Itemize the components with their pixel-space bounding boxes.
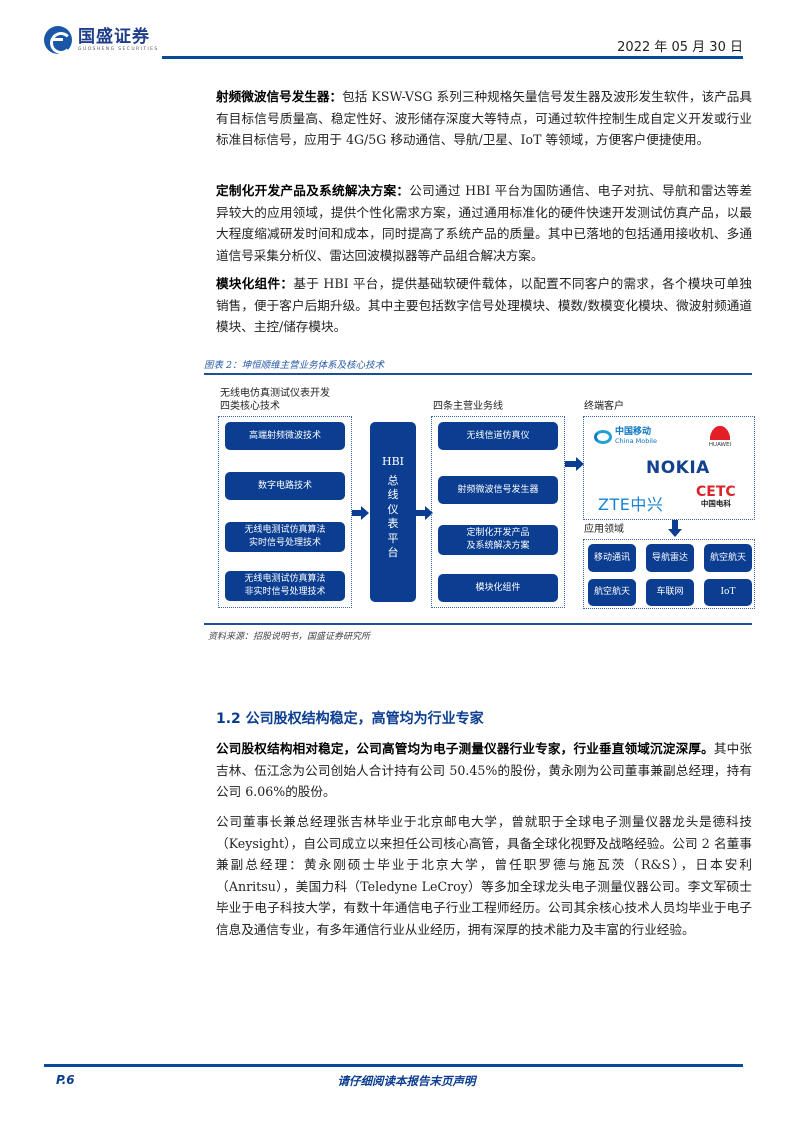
- application-box: 航空航天: [704, 544, 752, 572]
- figure-bottom-rule: [204, 623, 752, 625]
- core-tech-label: 无线电仿真测试仪表开发 四类核心技术: [220, 387, 330, 413]
- section-text-1: 其中张吉林、伍江念为公司创始人合计持有公司 50.45%的股份，黄永刚为公司董事…: [216, 741, 753, 799]
- footer-divider: [44, 1064, 743, 1067]
- hbi-char: 平: [387, 531, 399, 545]
- application-box: 移动通讯: [588, 544, 636, 572]
- paragraph-rf-signal-generator: 射频微波信号发生器：包括 KSW-VSG 系列三种规格矢量信号发生器及波形发生软…: [216, 86, 752, 151]
- cetc-en: CETC: [696, 484, 736, 500]
- paragraph-text: 公司通过 HBI 平台为国防通信、电子对抗、导航和雷达等差异较大的应用领域，提供…: [216, 183, 752, 263]
- business-line-box: 射频微波信号发生器: [438, 476, 558, 504]
- china-mobile-en: China Mobile: [615, 437, 657, 445]
- hbi-platform-box: HBI 总 线 仪 表 平 台: [370, 422, 416, 602]
- cetc-logo: CETC 中国电科: [696, 484, 736, 510]
- application-box: IoT: [704, 579, 752, 606]
- paragraph-custom-solutions: 定制化开发产品及系统解决方案：公司通过 HBI 平台为国防通信、电子对抗、导航和…: [216, 180, 752, 266]
- paragraph-modular-components: 模块化组件：基于 HBI 平台，提供基础软硬件载体，以配置不同客户的需求，各个模…: [216, 273, 752, 338]
- section-heading: 1.2 公司股权结构稳定，高管均为行业专家: [216, 711, 484, 727]
- paragraph-lead: 定制化开发产品及系统解决方案：: [216, 183, 410, 198]
- application-box: 车联网: [646, 579, 694, 606]
- huawei-text: HUAWEI: [708, 442, 732, 448]
- application-box: 导航雷达: [646, 544, 694, 572]
- paragraph-lead: 模块化组件：: [216, 276, 294, 291]
- core-tech-label-line2: 四类核心技术: [220, 401, 280, 412]
- customers-group: [583, 416, 755, 520]
- nokia-logo: NOKIA: [646, 458, 710, 478]
- huawei-logo: HUAWEI: [700, 422, 740, 448]
- paragraph-lead: 射频微波信号发生器：: [216, 89, 343, 104]
- business-line-box: 无线信道仿真仪: [438, 422, 558, 450]
- core-tech-box: 数字电路技术: [225, 472, 345, 500]
- business-line-box: 定制化开发产品 及系统解决方案: [438, 525, 558, 555]
- core-tech-box: 高端射频微波技术: [225, 422, 345, 450]
- logo-english-name: GUOSHENG SECURITIES: [78, 46, 159, 52]
- hbi-char: 仪: [387, 502, 399, 516]
- paragraph-text: 基于 HBI 平台，提供基础软硬件载体，以配置不同客户的需求，各个模块可单独销售…: [216, 276, 753, 334]
- section-lead-bold: 公司股权结构相对稳定，公司高管均为电子测量仪器行业专家，行业垂直领域沉淀深厚。: [216, 741, 714, 756]
- arrow-down-icon: [668, 520, 682, 538]
- company-logo: 国盛证券 GUOSHENG SECURITIES: [44, 26, 159, 54]
- business-line-box: 模块化组件: [438, 574, 558, 602]
- report-date: 2022 年 05 月 30 日: [617, 40, 743, 55]
- figure-title: 图表 2：坤恒顺维主营业务体系及核心技术: [204, 360, 385, 371]
- applications-group: [583, 539, 755, 609]
- china-mobile-icon: [594, 430, 612, 444]
- core-tech-group: [218, 416, 352, 608]
- guosheng-logo-icon: [44, 26, 72, 54]
- zte-logo: ZTE中兴: [598, 495, 664, 514]
- disclaimer-note: 请仔细阅读本报告末页声明: [337, 1074, 476, 1088]
- china-mobile-logo: 中国移动 China Mobile: [594, 428, 657, 446]
- core-tech-label-line1: 无线电仿真测试仪表开发: [220, 388, 330, 399]
- hbi-char: 台: [387, 546, 399, 559]
- paragraph-text: 包括 KSW-VSG 系列三种规格矢量信号发生器及波形发生软件，该产品具有目标信…: [216, 89, 752, 147]
- customers-label: 终端客户: [584, 401, 624, 412]
- core-tech-box: 无线电测试仿真算法 实时信号处理技术: [225, 522, 345, 552]
- huawei-flower-icon: [707, 422, 733, 440]
- section-paragraph-2: 公司董事长兼总经理张吉林毕业于北京邮电大学，曾就职于全球电子测量仪器龙头是德科技…: [216, 811, 752, 940]
- business-lines-label: 四条主营业务线: [433, 401, 503, 412]
- business-lines-group: [431, 416, 565, 608]
- header-divider: [162, 56, 743, 59]
- hbi-char: 表: [387, 517, 399, 530]
- china-mobile-cn: 中国移动: [615, 427, 652, 437]
- application-box: 航空航天: [588, 579, 636, 606]
- logo-chinese-name: 国盛证券: [78, 26, 150, 47]
- section-text-2: 公司董事长兼总经理张吉林毕业于北京邮电大学，曾就职于全球电子测量仪器龙头是德科技…: [216, 814, 752, 937]
- page-number: P.6: [56, 1073, 75, 1087]
- figure-source: 资料来源：招股说明书，国盛证券研究所: [208, 632, 371, 642]
- hbi-char: 线: [387, 488, 399, 501]
- cetc-cn: 中国电科: [700, 499, 731, 508]
- hbi-title: HBI: [381, 455, 405, 468]
- figure-top-rule: [204, 373, 752, 375]
- applications-label: 应用领域: [584, 524, 624, 535]
- core-tech-box: 无线电测试仿真算法 非实时信号处理技术: [225, 571, 345, 601]
- section-paragraph-1: 公司股权结构相对稳定，公司高管均为电子测量仪器行业专家，行业垂直领域沉淀深厚。其…: [216, 738, 752, 803]
- hbi-char: 总: [387, 473, 399, 487]
